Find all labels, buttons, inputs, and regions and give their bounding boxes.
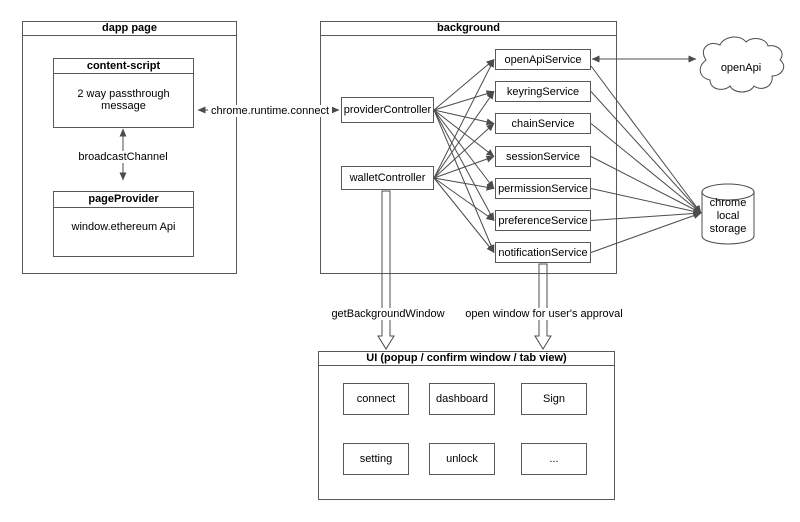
runtime-connect-label: chrome.runtime.connect xyxy=(208,105,332,117)
ui-frame: UI (popup / confirm window / tab view) xyxy=(318,351,615,500)
service-label: keyringService xyxy=(506,85,580,98)
page-provider-title: pageProvider xyxy=(54,192,193,208)
broadcast-channel-label: broadcastChannel xyxy=(75,151,171,163)
service-box-session: sessionService xyxy=(495,146,591,167)
ui-button-dashboard: dashboard xyxy=(429,383,495,415)
ui-button-label: dashboard xyxy=(436,393,488,405)
ui-button-label: Sign xyxy=(542,393,566,405)
service-label: preferenceService xyxy=(498,214,588,227)
service-label: chainService xyxy=(511,117,575,130)
dapp-page-title: dapp page xyxy=(23,22,236,36)
wallet-controller-label: walletController xyxy=(349,172,426,184)
open-window-arrow xyxy=(534,263,552,350)
openapi-cloud-label: openApi xyxy=(720,62,762,74)
page-provider-body: window.ethereum Api xyxy=(71,221,176,233)
background-title: background xyxy=(321,22,616,36)
service-box-permission: permissionService xyxy=(495,178,591,199)
ui-button-connect: connect xyxy=(343,383,409,415)
content-script-body: 2 way passthrough message xyxy=(77,88,170,112)
ui-title: UI (popup / confirm window / tab view) xyxy=(319,352,614,366)
ui-button-label: connect xyxy=(356,393,396,405)
chrome-storage-label: chrome local storage xyxy=(709,197,747,235)
service-label: sessionService xyxy=(506,150,580,163)
page-provider-box: pageProvider window.ethereum Api xyxy=(53,191,194,257)
ui-button-label: setting xyxy=(359,453,393,465)
service-label: permissionService xyxy=(498,182,588,195)
service-box-preference: preferenceService xyxy=(495,210,591,231)
service-box-keyring: keyringService xyxy=(495,81,591,102)
open-window-label: open window for user's approval xyxy=(462,308,626,320)
service-box-chain: chainService xyxy=(495,113,591,134)
ui-button-unlock: unlock xyxy=(429,443,495,475)
content-script-box: content-script 2 way passthrough message xyxy=(53,58,194,128)
ui-button-sign: Sign xyxy=(521,383,587,415)
provider-controller-box: providerController xyxy=(341,97,434,123)
ui-button-more: ... xyxy=(521,443,587,475)
provider-controller-label: providerController xyxy=(343,104,432,116)
ui-button-label: ... xyxy=(549,453,559,465)
wallet-controller-box: walletController xyxy=(341,166,434,190)
service-box-notification: notificationService xyxy=(495,242,591,263)
service-box-openapi: openApiService xyxy=(495,49,591,70)
service-label: openApiService xyxy=(504,53,582,66)
ui-button-label: unlock xyxy=(446,453,478,465)
ui-button-setting: setting xyxy=(343,443,409,475)
service-label: notificationService xyxy=(498,246,588,259)
content-script-title: content-script xyxy=(54,59,193,74)
get-background-window-label: getBackgroundWindow xyxy=(328,308,448,320)
